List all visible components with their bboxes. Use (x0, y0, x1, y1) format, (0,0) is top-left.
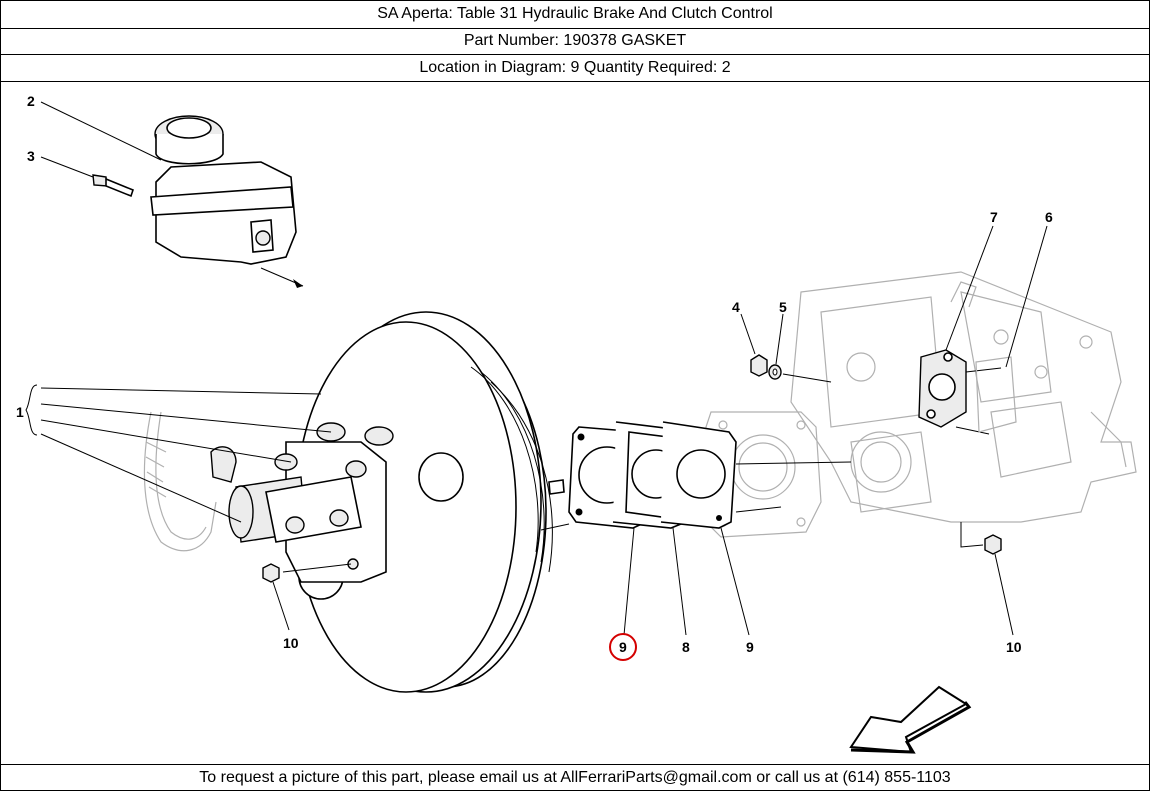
fluid-reservoir (150, 115, 304, 288)
callout-2: 2 (27, 93, 35, 109)
callout-9-highlight-ring (609, 633, 637, 661)
direction-arrow (849, 685, 972, 754)
contact-footer: To request a picture of this part, pleas… (1, 764, 1149, 791)
brake-booster (295, 311, 565, 693)
gasket-9 (660, 421, 737, 529)
master-cylinder (210, 422, 394, 583)
callout-9: 9 (746, 639, 754, 655)
nut-right (960, 522, 1002, 555)
mounting-bracket-ghost (790, 271, 1137, 523)
screw-3 (92, 174, 134, 198)
studs-6 (955, 356, 1017, 435)
location-line: Location in Diagram: 9 Quantity Required… (1, 55, 1149, 82)
part-number-line: Part Number: 190378 GASKET (1, 28, 1149, 55)
gasket-7 (918, 349, 967, 428)
callout-8: 8 (682, 639, 690, 655)
callout-7: 7 (990, 209, 998, 225)
nut-4 (750, 354, 768, 377)
page-title: SA Aperta: Table 31 Hydraulic Brake And … (1, 1, 1149, 29)
callout-10-right: 10 (1006, 639, 1022, 655)
callout-5: 5 (779, 299, 787, 315)
callout-3: 3 (27, 148, 35, 164)
nut-left (262, 563, 352, 583)
callout-4: 4 (732, 299, 740, 315)
brake-hose-ghost (143, 411, 217, 552)
callout-9-highlighted: 9 (619, 639, 627, 655)
exploded-parts-diagram: 1 2 3 4 5 6 7 8 9 9 10 10 (1, 82, 1149, 763)
callout-10-left: 10 (283, 635, 299, 651)
callout-1: 1 (16, 404, 24, 420)
washer-5 (768, 364, 782, 380)
leader-lines (25, 101, 1048, 636)
callout-6: 6 (1045, 209, 1053, 225)
